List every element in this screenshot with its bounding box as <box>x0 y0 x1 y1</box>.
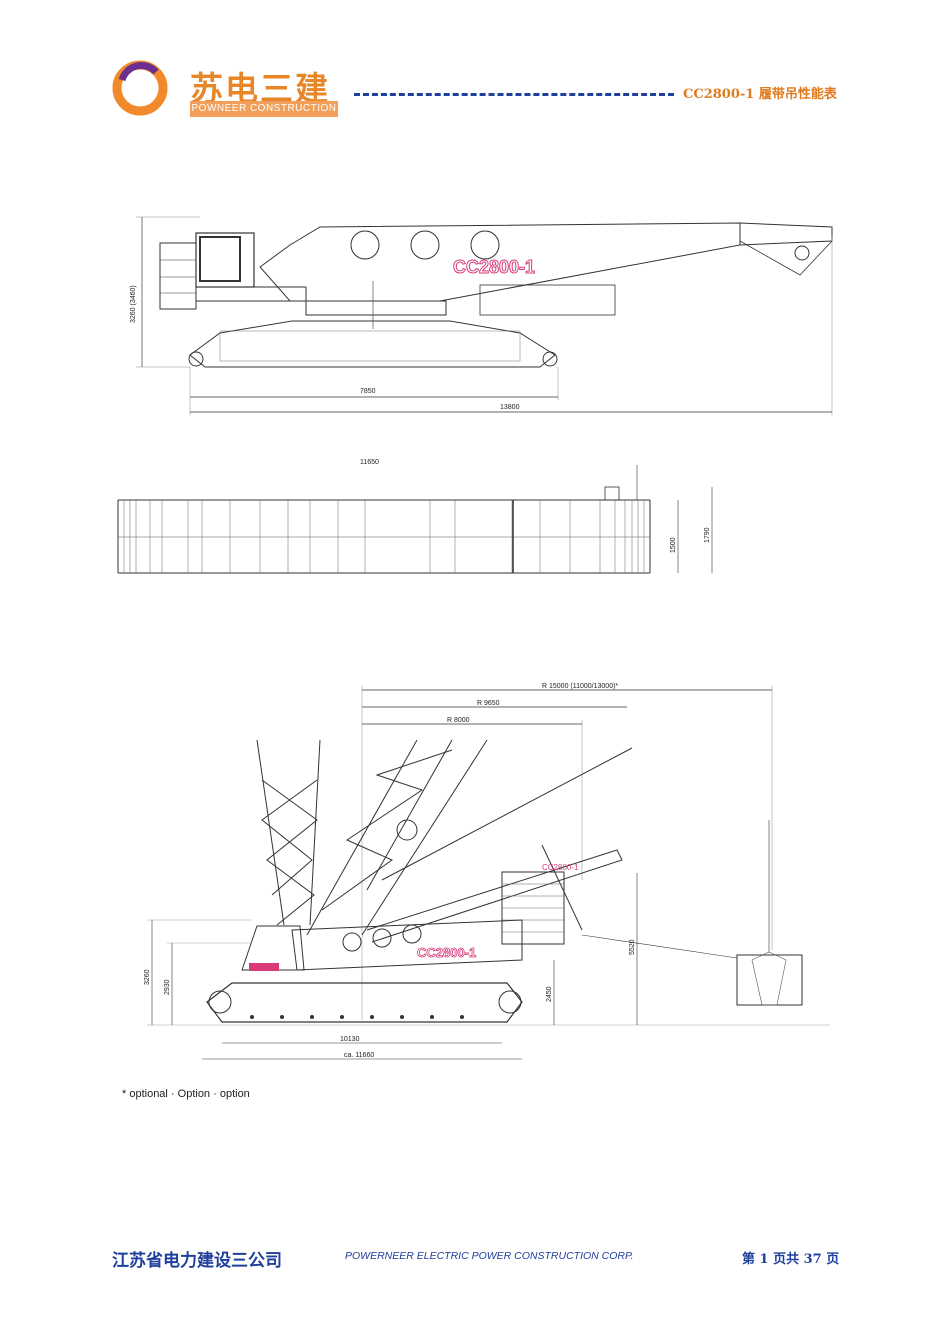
dim-track-length: 7850 <box>360 388 376 395</box>
dim-height-pin: 2450 <box>546 986 553 1002</box>
dim-height: 3260 (3460) <box>130 285 137 323</box>
dim-overall-length: ca. 11660 <box>344 1052 374 1059</box>
figure-radius-view: R 15000 (11000/13000)* R 9650 R 8000 CC2… <box>144 683 830 1060</box>
logo-icon <box>112 60 168 116</box>
optional-note: * optional · Option · option <box>122 1088 250 1100</box>
figure-side-view: 3260 (3460) CC2800-1 7850 13800 <box>130 216 833 415</box>
document-title: CC2800-1 履带吊性能表 <box>683 87 837 102</box>
footer-company-en: POWERNEER ELECTRIC POWER CONSTRUCTION CO… <box>345 1250 634 1262</box>
dim-radius-mid: R 9650 <box>477 700 500 707</box>
dim-height-cab: 3260 <box>144 969 151 985</box>
svg-text:CC2800-1: CC2800-1 <box>542 863 579 872</box>
page-number: 第 1 页共 37 页 <box>742 1252 840 1267</box>
dim-height-deck: 2930 <box>164 979 171 995</box>
dim-length: 11650 <box>360 459 379 466</box>
dim-track-length: 10130 <box>340 1036 360 1043</box>
dim-radius-max: R 15000 (11000/13000)* <box>542 683 618 690</box>
model-label: CC2800-1 <box>453 257 535 277</box>
model-label-2: CC2800-1 <box>417 945 476 960</box>
header-divider <box>354 93 674 96</box>
figure-plan-view: 11650 1500 1790 <box>117 459 713 574</box>
dim-height-2: 1790 <box>704 527 711 543</box>
footer-company-cn: 江苏省电力建设三公司 <box>112 1251 282 1271</box>
brand-name-en: POWNEER CONSTRUCTION <box>190 101 338 117</box>
dim-height-ballast: 5520 <box>629 939 636 955</box>
dim-total-length: 13800 <box>500 404 520 411</box>
dim-radius-min: R 8000 <box>447 717 470 724</box>
dim-height-1: 1500 <box>670 537 677 553</box>
